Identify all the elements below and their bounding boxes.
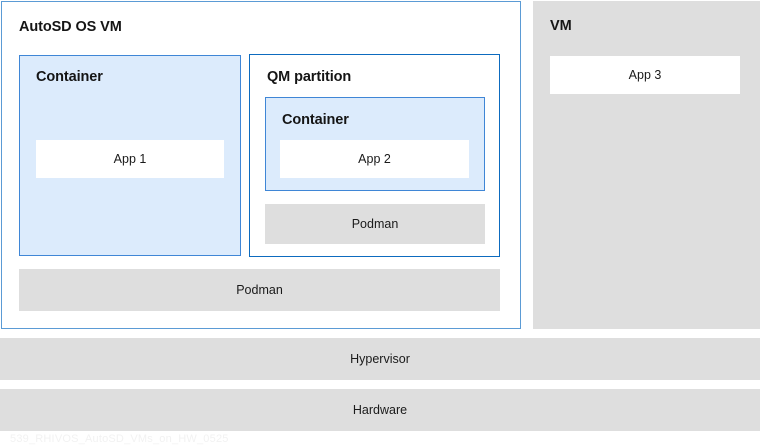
hypervisor-layer-label: Hypervisor: [350, 352, 410, 366]
app-1-box: App 1: [36, 140, 224, 178]
vm-panel-title: VM: [550, 18, 572, 34]
qm-partition-title: QM partition: [267, 69, 352, 85]
app-1-label: App 1: [113, 152, 147, 166]
autosd-os-vm-title: AutoSD OS VM: [19, 19, 122, 35]
app-3-box: App 3: [550, 56, 740, 94]
hardware-layer-box: Hardware: [0, 389, 760, 431]
watermark-text: 539_RHIVOS_AutoSD_VMs_on_HW_0525: [10, 433, 229, 445]
vm-panel-box: VM: [533, 1, 760, 329]
podman-qm-box: Podman: [265, 204, 485, 244]
hypervisor-layer-box: Hypervisor: [0, 338, 760, 380]
container-qm-title: Container: [282, 112, 349, 128]
podman-main-box: Podman: [19, 269, 500, 311]
container-left-title: Container: [36, 69, 103, 85]
podman-qm-label: Podman: [351, 217, 399, 231]
app-2-label: App 2: [358, 152, 391, 166]
app-3-label: App 3: [628, 68, 662, 82]
hardware-layer-label: Hardware: [352, 403, 408, 417]
app-2-box: App 2: [280, 140, 469, 178]
podman-main-label: Podman: [236, 283, 283, 297]
